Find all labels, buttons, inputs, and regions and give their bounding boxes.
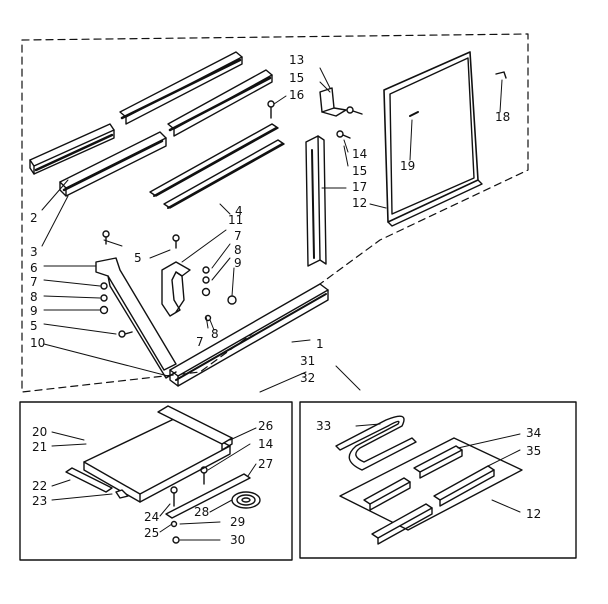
- label-27: 27: [258, 457, 274, 471]
- main-outline: [21, 33, 529, 393]
- clip-part-18: [495, 71, 507, 79]
- screws-part-24-14: [170, 466, 208, 544]
- label-13: 13: [289, 53, 305, 67]
- right-accessory-box: [299, 401, 577, 559]
- label-29: 29: [230, 515, 246, 529]
- label-34: 34: [526, 426, 542, 440]
- label-14-box: 14: [258, 437, 274, 451]
- screw-part-16: [267, 100, 275, 119]
- label-7: 7: [30, 275, 38, 289]
- label-5-lower: 5: [30, 319, 38, 333]
- leg-part-10: [95, 257, 177, 379]
- foam-strips-part-34-35: [363, 445, 495, 545]
- left-accessory-box: [19, 401, 293, 561]
- label-6: 6: [30, 261, 38, 275]
- coil-part-28: [231, 491, 261, 509]
- label-26: 26: [258, 419, 274, 433]
- label-4: 4: [235, 204, 243, 218]
- label-21: 21: [32, 440, 48, 454]
- base-rail-part-1: [169, 283, 329, 387]
- label-15-lower: 15: [352, 164, 368, 178]
- label-28: 28: [194, 505, 210, 519]
- label-8-right: 8: [234, 243, 242, 257]
- label-17: 17: [352, 180, 368, 194]
- label-16: 16: [289, 88, 305, 102]
- panel-part-12: [383, 51, 483, 227]
- label-20: 20: [32, 425, 48, 439]
- label-10: 10: [30, 336, 46, 350]
- label-5-top: 5: [134, 251, 142, 265]
- label-8-lower: 8: [211, 327, 219, 341]
- label-23: 23: [32, 494, 48, 508]
- label-19: 19: [400, 159, 416, 173]
- channel-top-right: [167, 69, 273, 137]
- channel-part-3: [59, 131, 167, 197]
- post-part-17: [305, 135, 327, 267]
- label-15: 15: [289, 71, 305, 85]
- rail-part-2: [29, 123, 115, 175]
- leader-lines-left-box: [51, 427, 257, 541]
- label-33: 33: [316, 419, 332, 433]
- rail-part-27: [165, 473, 251, 519]
- screws-part-5: [102, 230, 180, 338]
- label-9: 9: [30, 304, 38, 318]
- rail-part-4: [149, 123, 285, 209]
- label-14: 14: [352, 147, 368, 161]
- label-3: 3: [30, 245, 38, 259]
- strip-part-22: [65, 467, 113, 493]
- rail-top-long: [119, 51, 243, 125]
- label-8: 8: [30, 290, 38, 304]
- label-9-right: 9: [234, 256, 242, 270]
- label-30: 30: [230, 533, 246, 547]
- label-32: 32: [300, 371, 316, 385]
- rail-part-26: [157, 405, 233, 451]
- panel-part-12-lower: [339, 437, 523, 531]
- gasket-part-33: [335, 415, 417, 471]
- leader-lines-right-box: [355, 423, 521, 513]
- label-12-box: 12: [526, 507, 542, 521]
- label-35: 35: [526, 444, 542, 458]
- label-12: 12: [352, 196, 368, 210]
- label-25: 25: [144, 526, 160, 540]
- label-11: 11: [228, 213, 244, 227]
- label-22: 22: [32, 479, 48, 493]
- leader-lines-main: [41, 67, 503, 393]
- label-18: 18: [495, 110, 511, 124]
- label-2: 2: [30, 211, 38, 225]
- strip-part-23: [115, 489, 129, 499]
- label-1: 1: [316, 337, 324, 351]
- label-31: 31: [300, 354, 316, 368]
- bracket-part-11: [161, 261, 191, 317]
- bracket-part-13: [319, 87, 347, 117]
- label-7-lower: 7: [196, 335, 204, 349]
- screws-part-15: [336, 106, 363, 139]
- label-24: 24: [144, 510, 160, 524]
- label-7-right: 7: [234, 229, 242, 243]
